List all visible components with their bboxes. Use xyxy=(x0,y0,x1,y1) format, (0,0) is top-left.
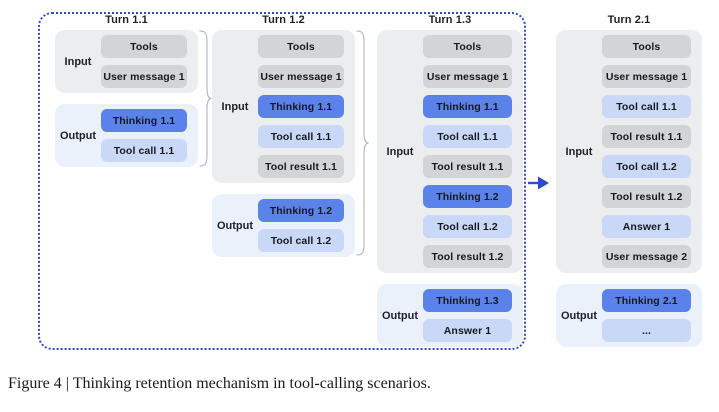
block-answer-1: Answer 1 xyxy=(602,215,691,238)
input-label: Input xyxy=(64,55,92,68)
block-tool-call-1-1: Tool call 1.1 xyxy=(423,125,512,148)
block-tool-result-1-1: Tool result 1.1 xyxy=(258,155,344,178)
block-tool-call-1-2: Tool call 1.2 xyxy=(423,215,512,238)
block-thinking-2-1: Thinking 2.1 xyxy=(602,289,691,312)
flow-arrow-icon xyxy=(528,176,549,190)
output-panel: Output Thinking 2.1... xyxy=(556,284,702,347)
block-thinking-1-1: Thinking 1.1 xyxy=(101,109,187,132)
block-thinking-1-1: Thinking 1.1 xyxy=(258,95,344,118)
block-user-message-1: User message 1 xyxy=(423,65,512,88)
input-label: Input xyxy=(386,145,414,158)
block-tools: Tools xyxy=(423,35,512,58)
block-user-message-1: User message 1 xyxy=(602,65,691,88)
block-user-message-2: User message 2 xyxy=(602,245,691,268)
output-label: Output xyxy=(381,309,419,322)
brace-connector-icon xyxy=(356,30,369,256)
block-user-message-1: User message 1 xyxy=(101,65,187,88)
block-tool-call-1-1: Tool call 1.1 xyxy=(101,139,187,162)
block-ellipsis: ... xyxy=(602,319,691,342)
block-thinking-1-1: Thinking 1.1 xyxy=(423,95,512,118)
output-label: Output xyxy=(560,309,598,322)
turn-title: Turn 1.3 xyxy=(428,14,472,26)
turn-title: Turn 1.1 xyxy=(105,14,148,26)
block-tool-result-1-2: Tool result 1.2 xyxy=(423,245,512,268)
output-label: Output xyxy=(59,129,97,142)
block-tools: Tools xyxy=(258,35,344,58)
brace-connector-icon xyxy=(199,30,212,167)
block-tools: Tools xyxy=(602,35,691,58)
block-tool-call-1-1: Tool call 1.1 xyxy=(602,95,691,118)
block-answer-1: Answer 1 xyxy=(423,319,512,342)
input-label: Input xyxy=(565,145,593,158)
block-thinking-1-3: Thinking 1.3 xyxy=(423,289,512,312)
message-stack: Thinking 2.1... xyxy=(602,289,691,342)
block-tool-result-1-2: Tool result 1.2 xyxy=(602,185,691,208)
turn-title: Turn 1.2 xyxy=(262,14,305,26)
block-tool-call-1-2: Tool call 1.2 xyxy=(602,155,691,178)
block-tools: Tools xyxy=(101,35,187,58)
block-tool-result-1-1: Tool result 1.1 xyxy=(602,125,691,148)
figure-caption: Figure 4 | Thinking retention mechanism … xyxy=(8,375,431,392)
turn-title: Turn 2.1 xyxy=(607,14,651,26)
output-label: Output xyxy=(216,219,254,232)
input-label: Input xyxy=(221,100,249,113)
block-tool-call-1-2: Tool call 1.2 xyxy=(258,229,344,252)
context-window-frame xyxy=(38,12,526,350)
block-thinking-1-2: Thinking 1.2 xyxy=(423,185,512,208)
block-user-message-1: User message 1 xyxy=(258,65,344,88)
block-tool-result-1-1: Tool result 1.1 xyxy=(423,155,512,178)
block-tool-call-1-1: Tool call 1.1 xyxy=(258,125,344,148)
block-thinking-1-2: Thinking 1.2 xyxy=(258,199,344,222)
